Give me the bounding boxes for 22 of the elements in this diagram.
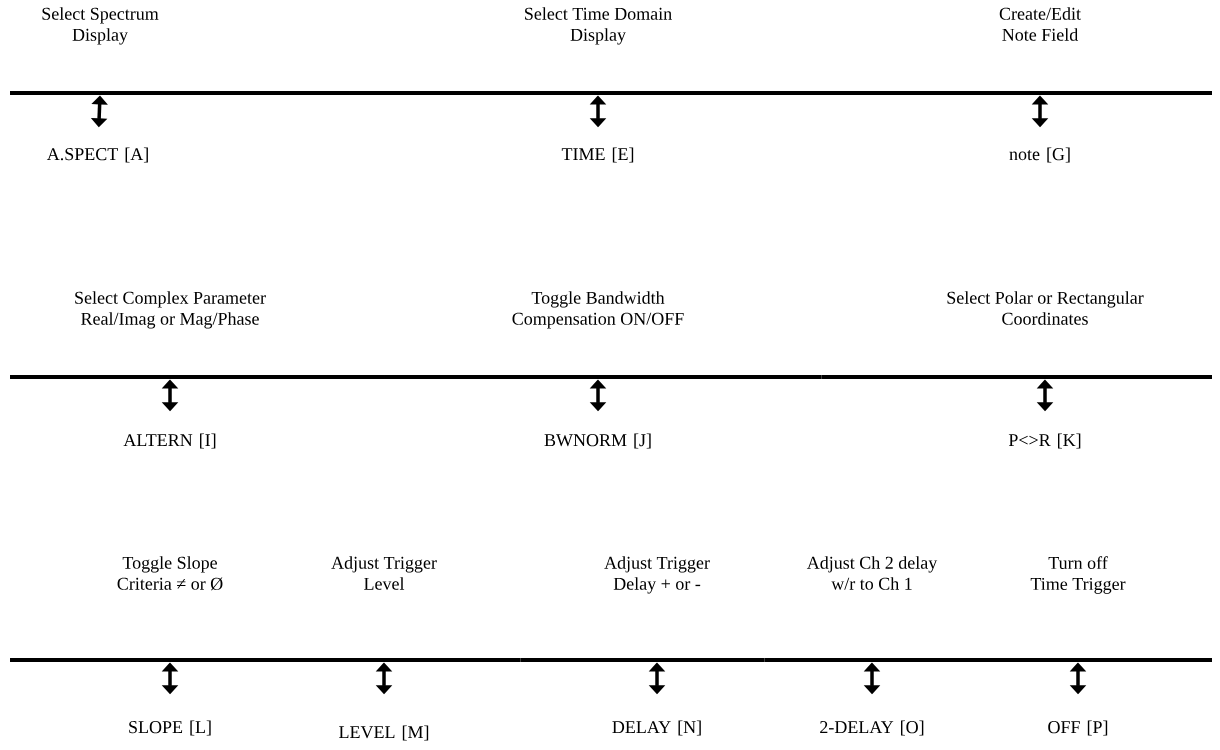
caption-text: 2-DELAY [O] xyxy=(820,720,924,736)
caption-text: note [G] xyxy=(1009,147,1070,163)
caption-text: Create/Edit Note Field xyxy=(999,7,1081,41)
caption-text: Select Polar or Rectangular Coordinates xyxy=(947,291,1144,325)
caption-text: LEVEL [M] xyxy=(339,725,429,741)
caption-text: SLOPE [L] xyxy=(129,720,211,736)
caption-text: Adjust Trigger Level xyxy=(331,556,437,590)
caption-text: BWNORM [J] xyxy=(544,433,651,449)
caption-text: DELAY [N] xyxy=(612,720,701,736)
caption-text: Turn off Time Trigger xyxy=(1030,556,1126,594)
caption-text: Select Time Domain Display xyxy=(525,7,672,45)
caption-text: Select Spectrum Display xyxy=(42,7,159,45)
caption-text: Adjust Trigger Delay + or - xyxy=(604,556,710,594)
caption-text: ALTERN [I] xyxy=(123,433,216,449)
caption-text: TIME [E] xyxy=(561,147,634,163)
caption-text: Toggle Slope Criteria ≠ or Ø xyxy=(117,556,223,591)
caption-text: P<>R [K] xyxy=(1008,433,1081,449)
caption-text: Toggle Bandwidth Compensation ON/OFF xyxy=(512,291,684,329)
caption-text: A.SPECT [A] xyxy=(46,147,148,163)
caption-text: Select Complex Parameter Real/Imag or Mag/Phase xyxy=(75,291,266,329)
caption-text: Adjust Ch 2 delay w/r to Ch 1 xyxy=(806,556,938,590)
caption-text: OFF [P] xyxy=(1048,720,1108,736)
